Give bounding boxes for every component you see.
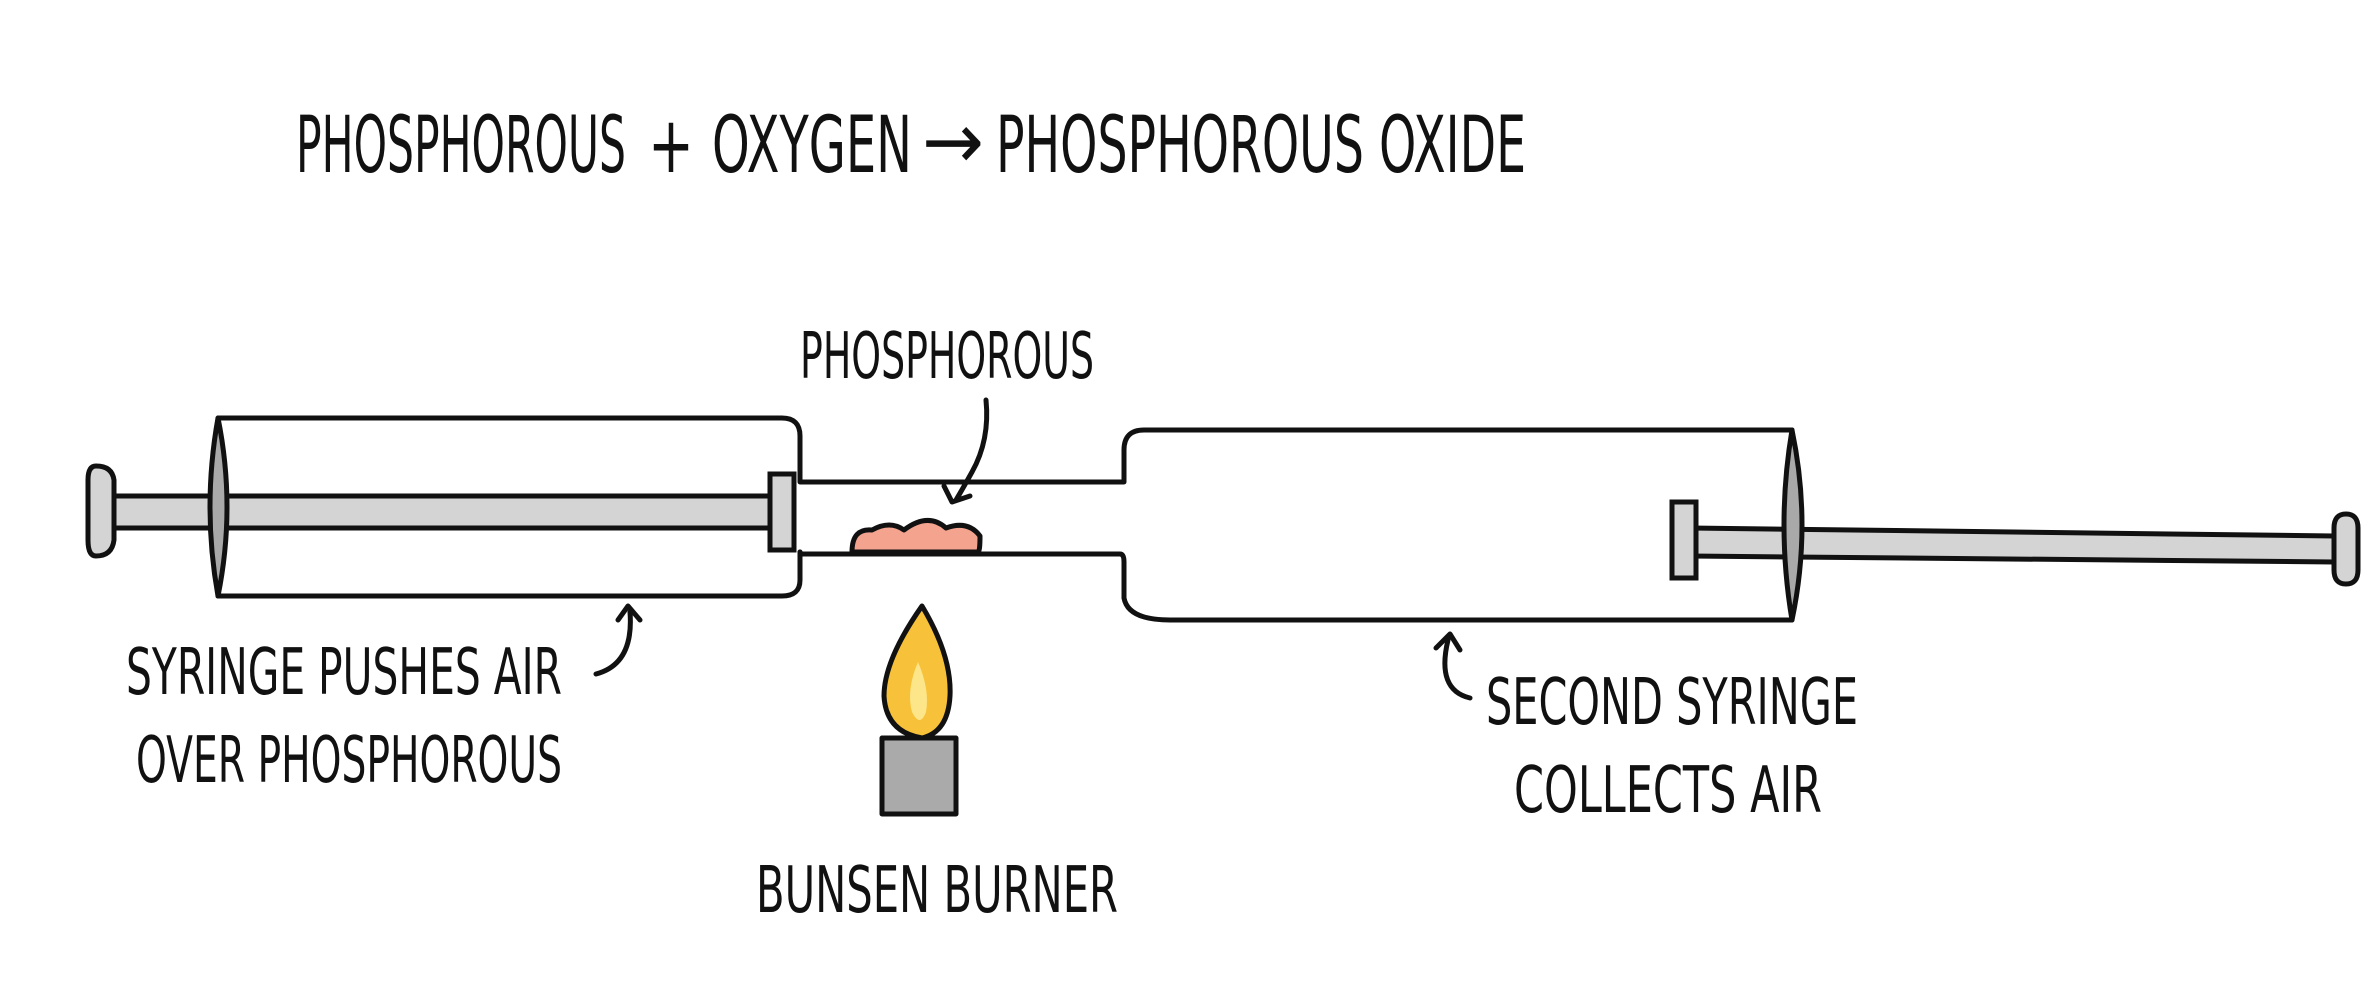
word-equation: PHOSPHOROUS + OXYGEN → PHOSPHOROUS OXIDE <box>296 97 1526 191</box>
phosphorous-label: PHOSPHOROUS <box>800 320 1094 394</box>
phosphorous-pointer-arrow <box>941 397 990 505</box>
equation-reactant-1: PHOSPHOROUS <box>296 101 626 191</box>
equation-reactant-2: OXYGEN <box>712 101 912 191</box>
equation-plus: + <box>648 101 694 191</box>
burner-body <box>879 735 959 817</box>
flame-inner <box>910 662 927 720</box>
left-syringe-barrel <box>215 415 803 599</box>
tube-bottom-wall <box>797 549 1173 623</box>
right-plunger-thumb <box>2331 511 2361 587</box>
equation-arrow: → <box>922 97 984 187</box>
bunsen-burner <box>879 603 959 817</box>
right-syringe <box>1167 427 2361 623</box>
left-syringe-pointer-arrow <box>593 603 643 677</box>
right-plunger-head <box>1669 499 1699 581</box>
burner-label: BUNSEN BURNER <box>756 854 1118 928</box>
right-barrel-seal <box>1781 427 1805 623</box>
right-syringe-label-line2: COLLECTS AIR <box>1514 754 1822 828</box>
equation-product: PHOSPHOROUS OXIDE <box>996 101 1526 191</box>
left-syringe-label-line2: OVER PHOSPHOROUS <box>136 724 562 798</box>
left-syringe <box>85 415 803 599</box>
left-syringe-label-line1: SYRINGE PUSHES AIR <box>126 636 562 710</box>
phosphorous-sample <box>849 518 983 555</box>
right-syringe-pointer-arrow <box>1433 631 1473 701</box>
right-syringe-label-line1: SECOND SYRINGE <box>1486 666 1858 740</box>
left-plunger-head <box>767 471 797 553</box>
left-plunger-thumb <box>85 463 117 559</box>
combustion-tube <box>797 427 1173 623</box>
left-barrel-seal <box>207 415 230 599</box>
right-syringe-barrel <box>1167 427 1795 623</box>
tube-top-wall <box>797 427 1173 485</box>
